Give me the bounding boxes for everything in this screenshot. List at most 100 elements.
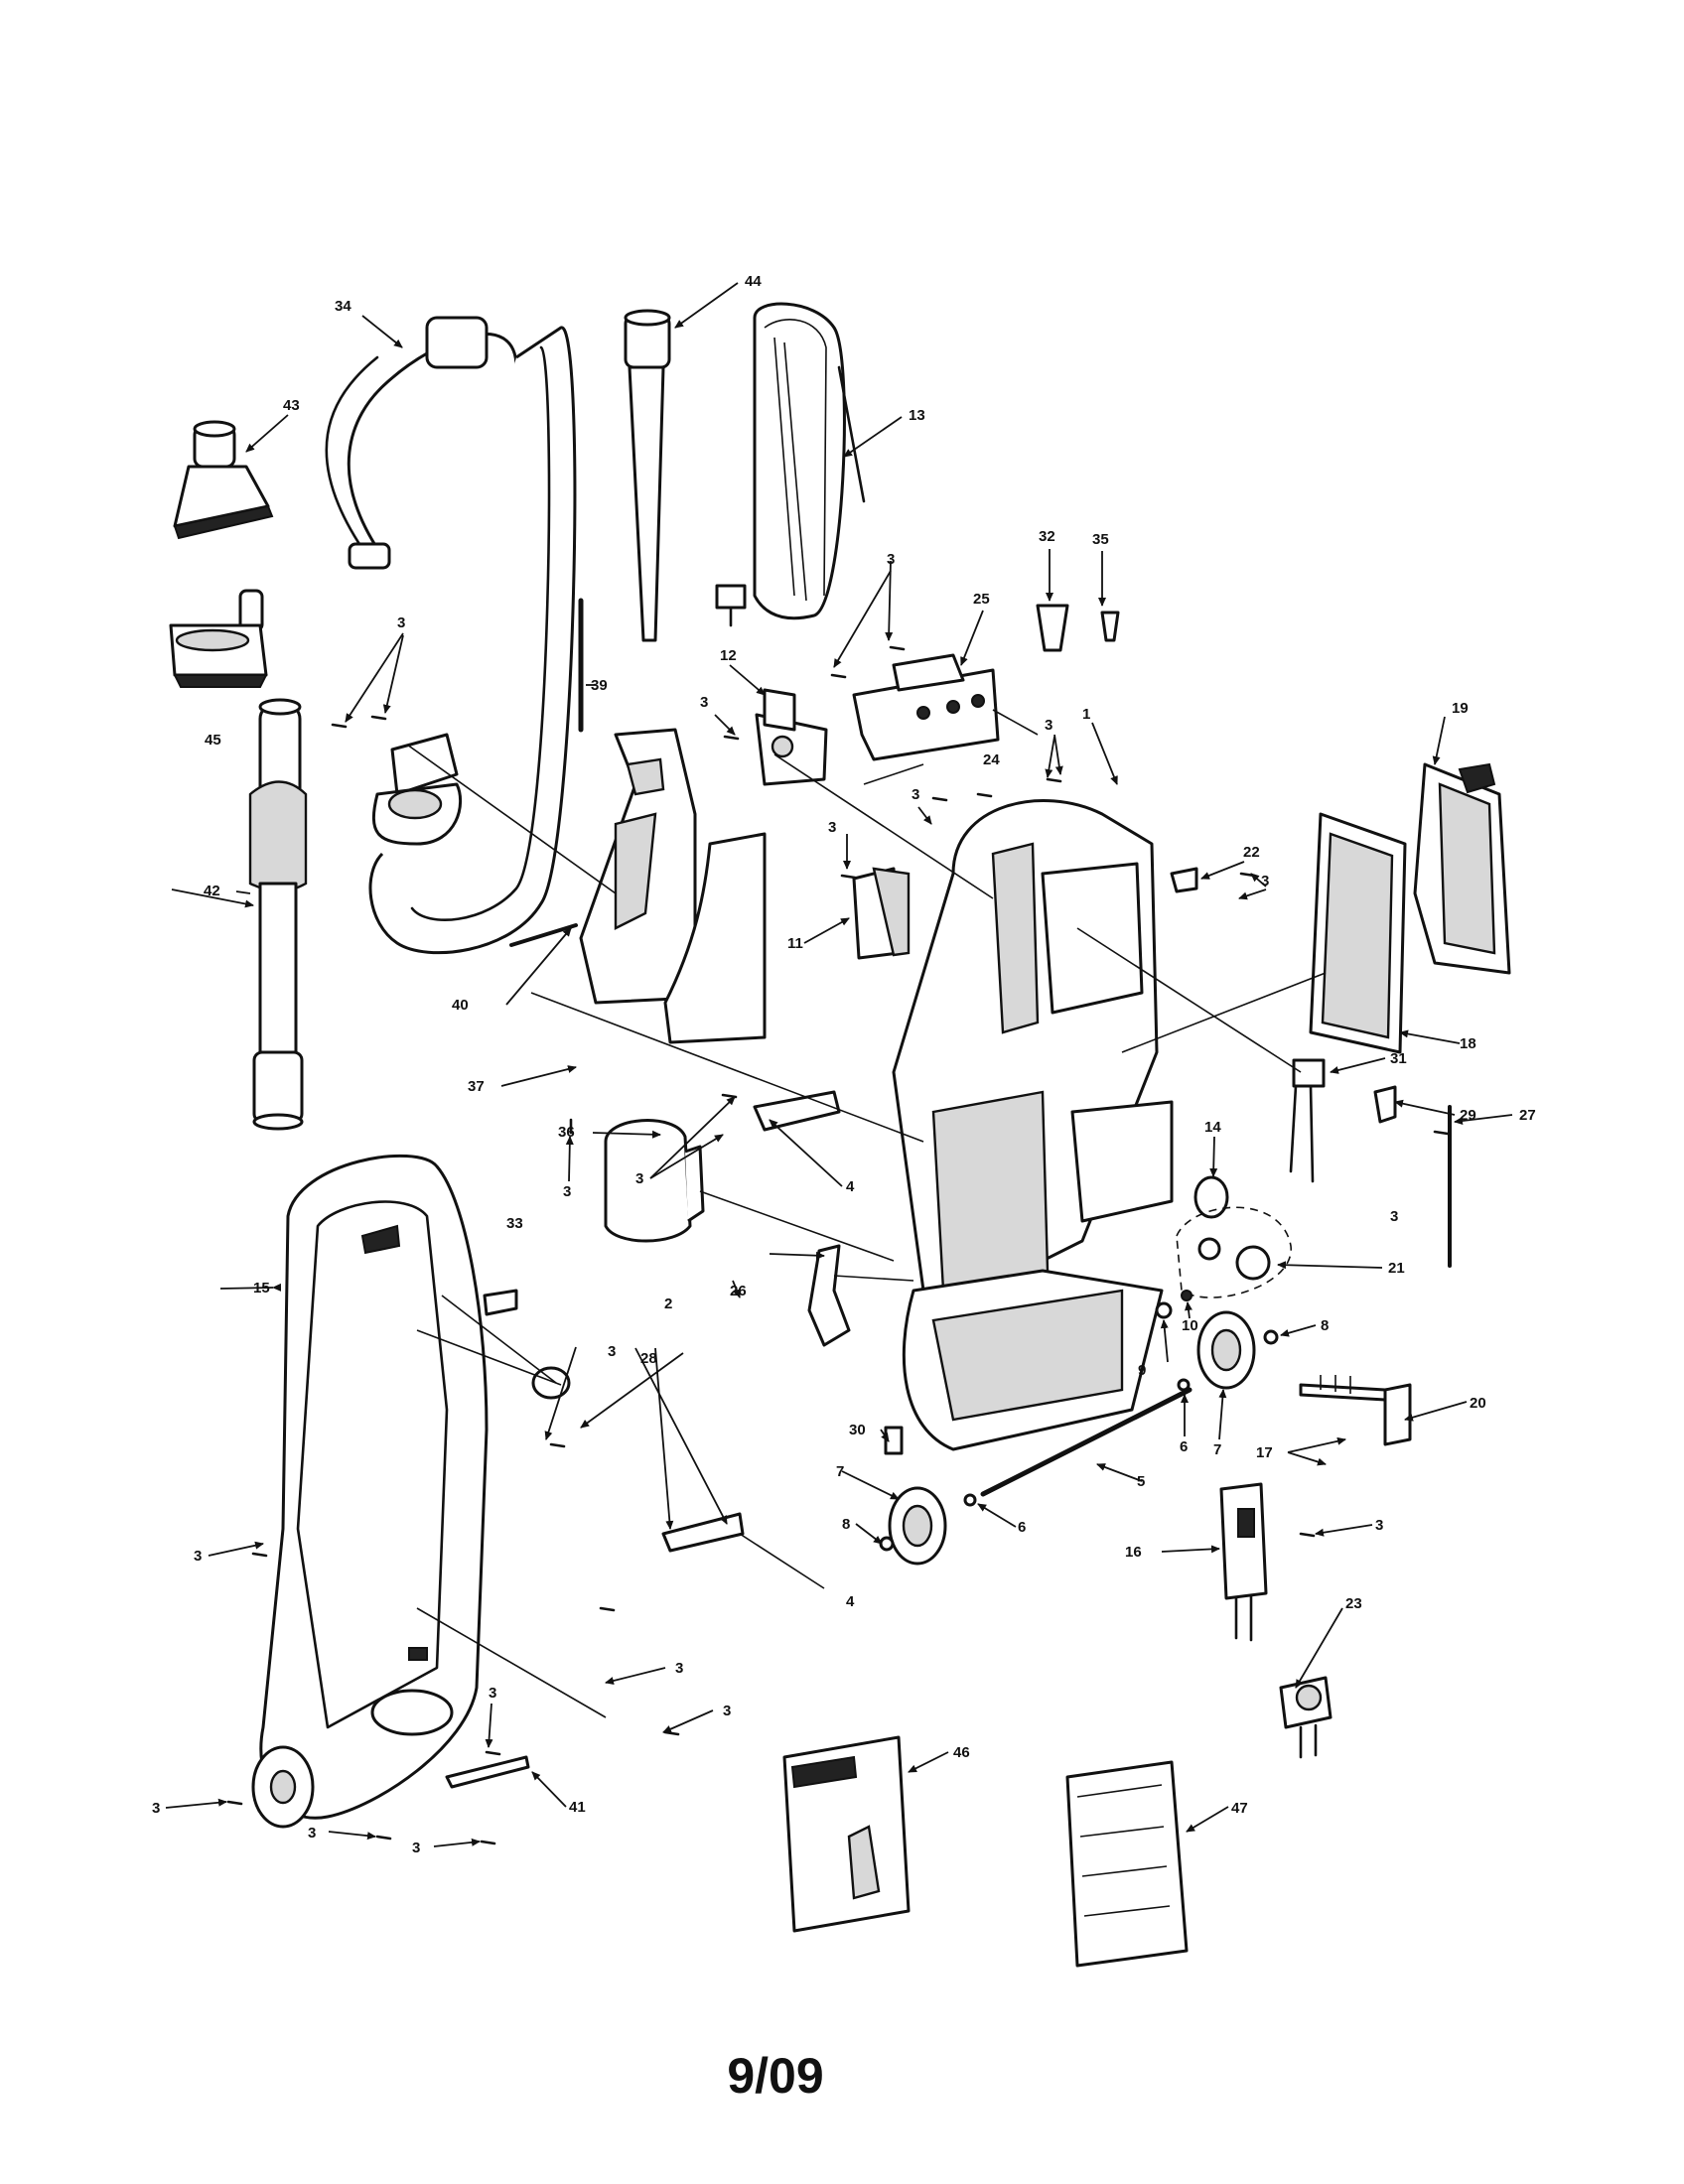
- crevice-tool-part-44: [624, 309, 671, 642]
- upholstery-tool-part-43: [173, 420, 274, 540]
- switch-part-23: [1279, 1676, 1333, 1759]
- callout-labels: 44 34 43 13 32 35 3 25 3 39 12 3 1 3 19 …: [152, 273, 1536, 1856]
- callout-33: 33: [506, 1215, 523, 1232]
- dirt-cup-part-15: [251, 1154, 489, 1829]
- wire-nut-part-32: [1036, 604, 1069, 652]
- callout-32: 32: [1039, 528, 1055, 545]
- bracket-part-22: [1170, 867, 1198, 893]
- callout-7-a: 7: [1213, 1441, 1221, 1458]
- callout-37: 37: [468, 1078, 485, 1095]
- manual-part-47: [1065, 1760, 1189, 1968]
- callout-9: 9: [1138, 1362, 1146, 1379]
- washer-part-8-left: [879, 1536, 895, 1552]
- callout-20: 20: [1470, 1395, 1486, 1412]
- bracket-part-4-lower: [661, 1512, 745, 1553]
- callout-3-n: 3: [675, 1660, 683, 1677]
- callout-46: 46: [953, 1744, 970, 1761]
- callout-41: 41: [569, 1799, 586, 1816]
- label-part-33: [483, 1289, 518, 1316]
- axle-part-5: [980, 1387, 1193, 1497]
- callout-1: 1: [1082, 706, 1090, 723]
- callout-8-a: 8: [1321, 1317, 1329, 1334]
- callout-29: 29: [1460, 1107, 1476, 1124]
- callout-3-l: 3: [1375, 1517, 1383, 1534]
- callout-45: 45: [205, 732, 221, 749]
- callout-25: 25: [973, 591, 990, 608]
- foam-filter-part-36: [663, 832, 767, 1044]
- main-body-part-1: [892, 799, 1174, 1451]
- callout-5: 5: [1137, 1473, 1145, 1490]
- hose-part-34: [325, 316, 577, 955]
- hose-bracket: [371, 733, 463, 846]
- bracket-part-4-upper: [753, 1090, 841, 1132]
- callout-4-a: 4: [846, 1178, 855, 1195]
- filter-door-part-19: [1413, 762, 1511, 975]
- callout-8-b: 8: [842, 1516, 850, 1533]
- callout-3-j: 3: [1390, 1208, 1398, 1225]
- callout-36: 36: [558, 1124, 575, 1141]
- seal-part-14: [1193, 1175, 1229, 1219]
- leader-arrows: [165, 282, 1513, 1847]
- cord-holder-part-11: [852, 867, 911, 960]
- latch-part-26: [807, 1244, 851, 1347]
- washer-part-6-left: [963, 1493, 977, 1507]
- circuit-board-part-16: [1219, 1482, 1268, 1642]
- wire-harness-part-20: [1299, 1375, 1412, 1446]
- callout-35: 35: [1092, 531, 1109, 548]
- seal-part-28: [531, 1366, 571, 1400]
- callout-26: 26: [730, 1283, 747, 1299]
- callout-3-p: 3: [489, 1685, 496, 1702]
- power-cord-part-13: [715, 302, 866, 627]
- bushing-part-9: [1155, 1301, 1173, 1319]
- housing-part-2: [604, 1119, 705, 1243]
- callout-22: 22: [1243, 844, 1260, 861]
- callout-40: 40: [452, 997, 469, 1014]
- callout-3-q: 3: [152, 1800, 160, 1817]
- callout-3-m: 3: [194, 1548, 202, 1565]
- turbo-tool-part-45: [169, 589, 268, 688]
- washer-part-8-right: [1263, 1329, 1279, 1345]
- callout-3-h: 3: [635, 1170, 643, 1187]
- callout-31: 31: [1390, 1050, 1407, 1067]
- callout-18: 18: [1460, 1035, 1476, 1052]
- handle-grip-part-25: [852, 653, 1000, 761]
- clip-part-29: [1373, 1085, 1397, 1124]
- callout-39: 39: [591, 677, 608, 694]
- connector-part-31: [1289, 1058, 1326, 1183]
- callout-47: 47: [1231, 1800, 1248, 1817]
- callout-28: 28: [640, 1350, 657, 1367]
- callout-19: 19: [1452, 700, 1469, 717]
- callout-7-b: 7: [836, 1463, 844, 1480]
- callout-13: 13: [909, 407, 925, 424]
- callout-27: 27: [1519, 1107, 1536, 1124]
- callout-3-o: 3: [723, 1703, 731, 1719]
- screw-hardware: [226, 645, 1450, 1845]
- callout-34: 34: [335, 298, 351, 315]
- pin-part-10: [1181, 1290, 1193, 1301]
- washer-part-6-right: [1177, 1378, 1191, 1392]
- callout-44: 44: [745, 273, 762, 290]
- callout-16: 16: [1125, 1544, 1142, 1561]
- upper-housing-part-37: [579, 728, 697, 1005]
- switch-assembly-part-21: [1176, 1206, 1292, 1298]
- callout-3-c: 3: [700, 694, 708, 711]
- hepa-filter-part-18: [1309, 812, 1407, 1054]
- callout-3-r: 3: [308, 1825, 316, 1842]
- wire-nut-part-35: [1100, 611, 1120, 642]
- wheel-part-7-left: [888, 1486, 947, 1566]
- callout-15: 15: [253, 1280, 270, 1297]
- callout-3-d: 3: [1045, 717, 1052, 734]
- callout-3-s: 3: [412, 1840, 420, 1856]
- wheel-part-7-right: [1196, 1310, 1256, 1390]
- extension-wand-part-42: [248, 698, 308, 1131]
- callout-11: 11: [787, 935, 803, 952]
- callout-3-b: 3: [397, 614, 405, 631]
- callout-42: 42: [204, 883, 220, 899]
- assembly-lines: [406, 709, 1327, 1718]
- callout-3-i: 3: [563, 1183, 571, 1200]
- bracket-part-41: [445, 1755, 530, 1789]
- footer-date: 9/09: [727, 2048, 823, 2104]
- callout-3-a: 3: [887, 551, 895, 568]
- callout-21: 21: [1388, 1260, 1405, 1277]
